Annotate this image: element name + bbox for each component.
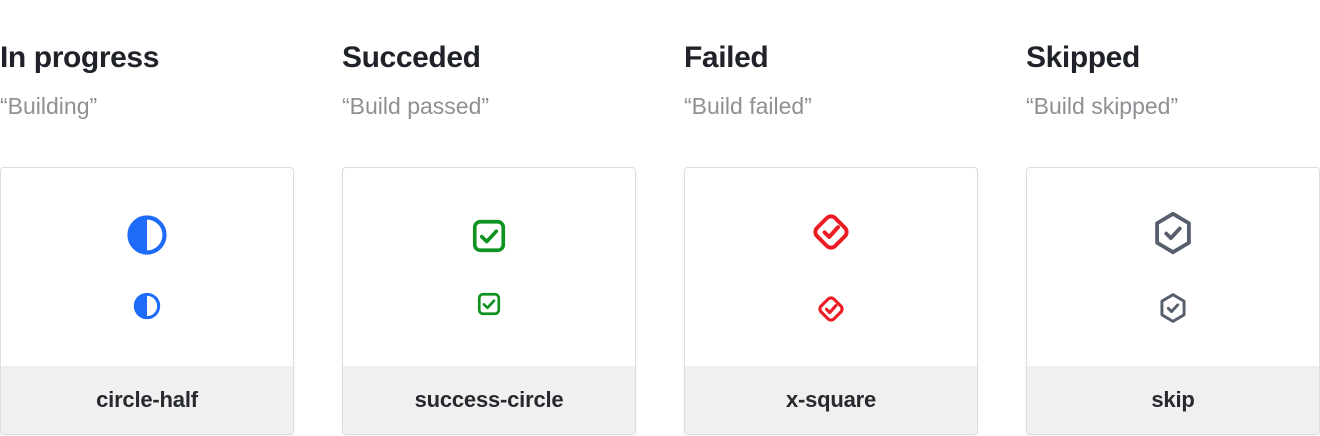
check-hexagon-icon (1160, 293, 1186, 323)
status-column-in-progress: In progress “Building” circle-half (0, 42, 294, 436)
status-column-skipped: Skipped “Build skipped” skip (1026, 42, 1320, 436)
status-subtitle: “Build failed” (684, 93, 812, 119)
status-title: Succeded (342, 41, 481, 74)
status-title: In progress (0, 41, 159, 74)
check-square-icon (472, 219, 506, 253)
icon-card: x-square (684, 167, 978, 435)
circle-half-icon (127, 215, 167, 255)
circle-half-icon (133, 292, 161, 320)
icon-preview-area (343, 168, 635, 366)
icon-preview-area (1027, 168, 1319, 366)
status-subtitle: “Building” (0, 93, 98, 119)
status-subtitle: “Build skipped” (1026, 93, 1179, 119)
status-subtitle: “Build passed” (342, 93, 490, 119)
icon-name-label: success-circle (343, 366, 635, 434)
status-title: Skipped (1026, 41, 1140, 74)
status-title: Failed (684, 41, 769, 74)
icon-card: skip (1026, 167, 1320, 435)
check-hexagon-icon (1155, 211, 1191, 255)
icon-preview-area (1, 168, 293, 366)
check-diamond-icon (813, 214, 849, 250)
icon-card: circle-half (0, 167, 294, 435)
check-diamond-icon (818, 296, 844, 322)
icon-name-label: circle-half (1, 366, 293, 434)
check-square-icon (477, 292, 501, 316)
status-column-succeeded: Succeded “Build passed” success-circle (342, 42, 636, 436)
icon-preview-area (685, 168, 977, 366)
status-column-failed: Failed “Build failed” x-square (684, 42, 978, 436)
icon-card: success-circle (342, 167, 636, 435)
icon-name-label: skip (1027, 366, 1319, 434)
icon-name-label: x-square (685, 366, 977, 434)
